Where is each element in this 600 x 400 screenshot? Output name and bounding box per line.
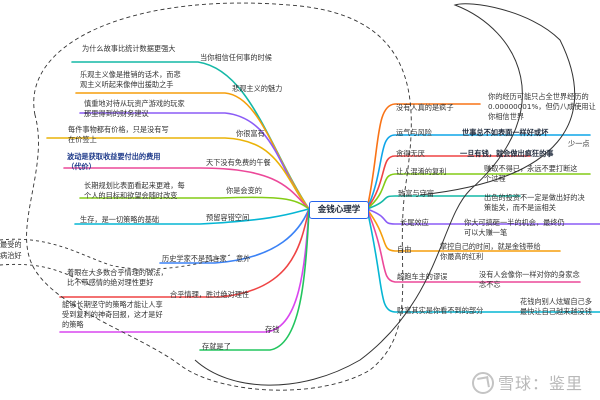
branch-label[interactable]: 自由 <box>397 245 412 254</box>
branch-label[interactable]: 超跑车主的谬误 <box>397 272 448 281</box>
leaf-text: 可以大赚一笔 <box>464 228 508 237</box>
leaf-text: 着眼在大多数合乎情理的做法， <box>67 268 168 277</box>
leaf-text: 为什么故事比统计数据更强大 <box>82 44 176 53</box>
branch-label[interactable]: 预留容错空间 <box>206 213 250 222</box>
branch-label[interactable]: 天下没有免费的午餐 <box>206 158 271 167</box>
edge-text: 最受的 <box>0 240 22 249</box>
leaf-text: 波动是获取收益要付出的费用 <box>67 152 161 161</box>
leaf-text: 个人的目标和欲望会随时改变 <box>84 191 178 200</box>
branch-label[interactable]: 致富与守富 <box>398 189 434 198</box>
leaf-text: 你的经历可能只占全世界经历的 <box>488 92 589 101</box>
branch-label[interactable]: 你很富有 <box>236 129 265 138</box>
leaf-text: 掌控自己的时间，就是金钱带给 <box>440 242 541 251</box>
center-topic[interactable]: 金钱心理学 <box>309 201 369 219</box>
leaf-text: 历史学家不是预言家 <box>162 254 227 263</box>
leaf-text: 那里得到的财务建议 <box>84 109 149 118</box>
leaf-text: 念不忘 <box>479 280 501 289</box>
leaf-text: 个过程 <box>484 174 506 183</box>
leaf-text: 花钱向别人炫耀自己多 <box>520 297 592 306</box>
branch-label[interactable]: 当你相信任何事的时候 <box>200 53 272 62</box>
branch-label[interactable]: 存钱 <box>265 325 280 334</box>
leaf-text: 观主义听起来像伸出援助之手 <box>80 80 174 89</box>
branch-label[interactable]: 悲观主义的魅力 <box>232 84 283 93</box>
branch-label[interactable]: 财富其实是你看不到的部分 <box>397 306 484 315</box>
leaf-text: （代价） <box>67 162 96 171</box>
leaf-text: 你大可搞砸一半的机会，最终仍 <box>464 218 565 227</box>
leaf-text: 最快让自己越来越没钱 <box>520 307 592 316</box>
snowball-logo-icon <box>472 372 494 394</box>
leaf-text: 慎重地对待从玩资产游戏的玩家 <box>84 99 185 108</box>
branch-label[interactable]: 存就是了 <box>202 342 231 351</box>
leaf-text: 你最高的红利 <box>440 252 484 261</box>
branch-label[interactable]: 合乎情理，胜过绝对理性 <box>170 290 250 299</box>
edge-text: 病治好 <box>0 251 22 260</box>
branch-label[interactable]: 运气与风险 <box>396 128 432 137</box>
leaf-text: 少一点 <box>568 139 590 148</box>
leaf-text: 每件事物都有价格，只是没有写 <box>68 125 169 134</box>
branch-label[interactable]: 让人混淆的复利 <box>396 167 447 176</box>
leaf-text: 策能关，而不是运相关 <box>484 203 556 212</box>
leaf-text: 的策略 <box>62 320 84 329</box>
leaf-text: 出色的投资不一定是做出好的决 <box>484 193 585 202</box>
leaf-text: 受到复利的神奇回报，这才是好 <box>62 310 163 319</box>
leaf-text: 生存，是一切策略的基础 <box>80 215 160 224</box>
branch-label[interactable]: 意外 <box>236 254 251 263</box>
watermark: 雪球：鉴里 <box>472 370 600 396</box>
watermark-text: 雪球：鉴里 <box>498 374 584 393</box>
leaf-text: 乐观主义像是推销的话术，而悲 <box>80 70 181 79</box>
leaf-text: 长期规划比表面看起来更难，每 <box>84 181 185 190</box>
leaf-text: 赚取不得已，永远不要打断这 <box>484 164 578 173</box>
leaf-text: 你相信世界 <box>488 112 524 121</box>
branch-label[interactable]: 贪得无厌 <box>396 149 425 158</box>
leaf-text: 0.00000001%，但仍八成使用让 <box>488 102 596 111</box>
leaf-text: 没有人会像你一样对你的身家念 <box>479 270 580 279</box>
branch-label[interactable]: 长尾效应 <box>400 218 429 227</box>
leaf-text: 世事总不如表面一样好或坏 <box>462 128 549 137</box>
leaf-text: 比不带感情的绝对理性更好 <box>67 278 154 287</box>
leaf-text: 一旦有钱，就会做出疯狂的事 <box>460 149 554 158</box>
branch-label[interactable]: 你是会变的 <box>226 186 262 195</box>
connector-line <box>199 208 310 351</box>
branch-label[interactable]: 没有人真的是疯子 <box>396 103 454 112</box>
leaf-text: 能够长期坚守的策略才能让人享 <box>62 300 163 309</box>
leaf-text: 在价签上 <box>68 135 97 144</box>
